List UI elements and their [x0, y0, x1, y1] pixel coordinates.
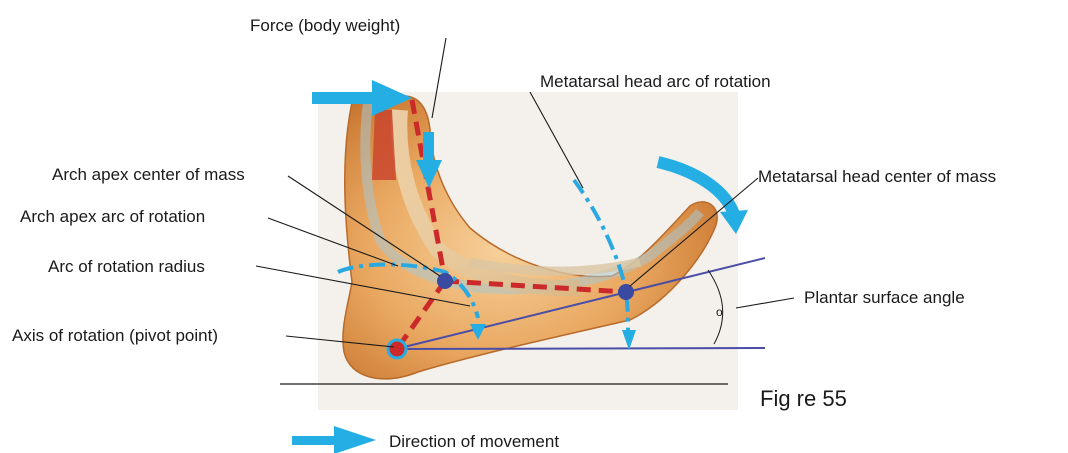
label-axis-of-rotation: Axis of rotation (pivot point) — [12, 326, 218, 345]
legend: Direction of movement — [292, 426, 559, 453]
pivot-point-node — [388, 340, 406, 358]
label-metatarsal-center-of-mass: Metatarsal head center of mass — [758, 167, 996, 186]
label-metatarsal-arc: Metatarsal head arc of rotation — [540, 72, 771, 91]
label-arch-apex-arc: Arch apex arc of rotation — [20, 207, 205, 226]
figure-caption: Fig re 55 — [760, 386, 847, 411]
metatarsal-head-center-of-mass-node — [618, 284, 634, 300]
label-arch-apex-center-of-mass: Arch apex center of mass — [52, 165, 245, 184]
legend-arrow-icon — [292, 426, 376, 453]
angle-degree-symbol: o — [716, 305, 723, 319]
horizontal-reference-line — [396, 348, 765, 349]
legend-label: Direction of movement — [389, 432, 559, 451]
label-arc-radius: Arc of rotation radius — [48, 257, 205, 276]
label-force: Force (body weight) — [250, 16, 400, 35]
label-plantar-angle: Plantar surface angle — [804, 288, 965, 307]
